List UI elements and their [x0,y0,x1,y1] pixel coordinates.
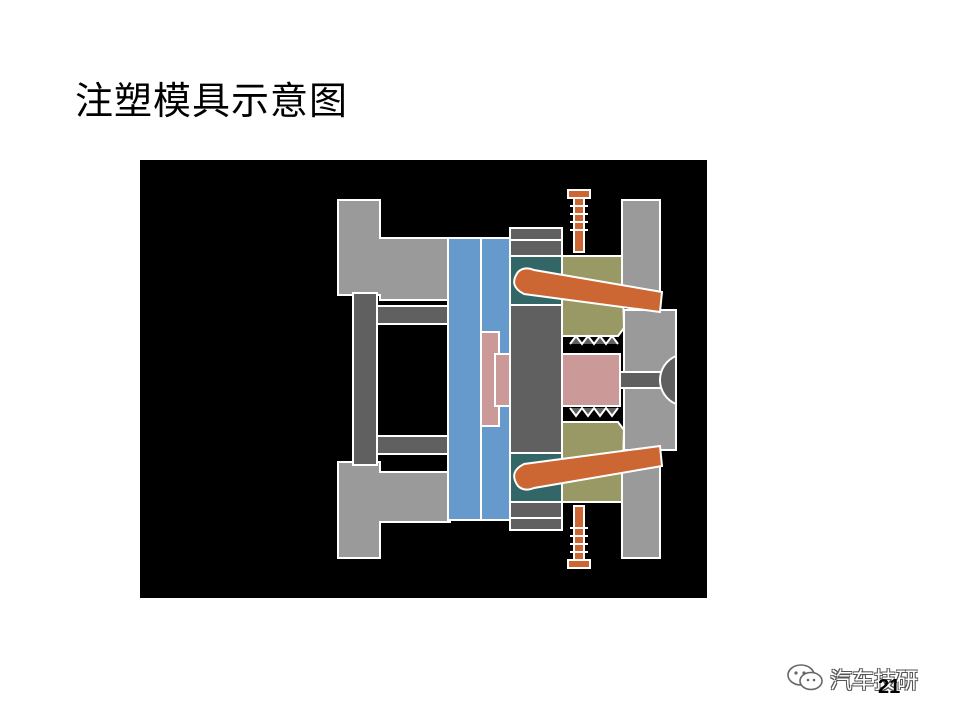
page-number: 21 [878,676,901,698]
angle-pin-top [513,267,664,314]
mold-block-top-outer [509,227,563,241]
nozzle-seat [659,354,677,406]
fixed-clamp-plate-top [621,199,661,301]
wechat-icon [786,662,824,696]
spring-screw-top-body [573,197,585,253]
moving-clamp-plate-top [337,199,451,301]
mold-block-top-inner [509,239,563,257]
mold-block-bottom-outer [509,517,563,531]
moving-clamp-plate-bottom [337,461,451,559]
injection-mold-diagram [140,160,707,598]
spring-screw-top-coil [570,205,588,231]
mold-schematic [337,189,677,569]
spring-screw-bottom-head [567,559,591,569]
watermark-text: 汽车技研 [830,669,919,694]
fixed-clamp-plate-bottom [621,457,661,559]
spring-screw-top-head [567,189,591,199]
ejector-plate [352,292,378,466]
spring-screw-bottom-body [573,505,585,561]
support-plate-left [447,237,482,521]
thread-bottom [569,406,619,418]
watermark: 汽车技研 [786,662,918,696]
mold-block-center [509,304,563,454]
slide-title: 注塑模具示意图 [75,79,349,123]
angle-pin-bottom [513,444,664,491]
mold-block-bottom-inner [509,501,563,519]
thread-top [569,334,619,346]
spring-screw-bottom-coil [570,527,588,553]
